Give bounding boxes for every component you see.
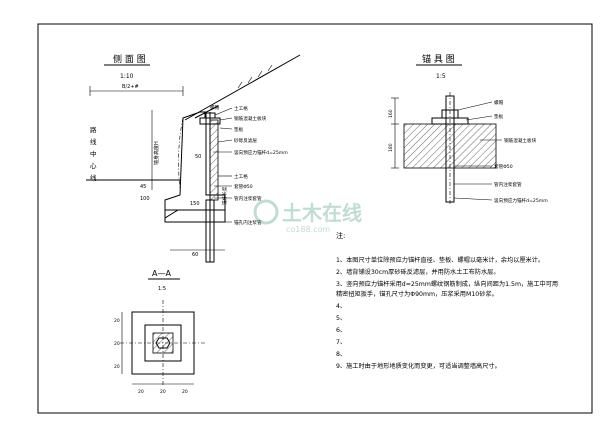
anchor-dim-b: 180 bbox=[388, 143, 394, 152]
watermark-main: 土木在线 bbox=[282, 201, 362, 225]
watermark: 土木在线 co188.com bbox=[253, 199, 362, 234]
side-view-labels: 土工格 钢筋混凝土板块 垫板 砂砾反滤层 竖向预应力锚杆d=25mm 土工格 套… bbox=[210, 104, 288, 226]
label-drain: 砂砾反滤层 bbox=[234, 137, 257, 144]
watermark-logo-icon bbox=[253, 199, 279, 225]
gravel-drain bbox=[209, 119, 219, 201]
section-dim-b2: 20 bbox=[160, 389, 166, 395]
section-dim-l2: 20 bbox=[114, 341, 120, 347]
label-anchor: 竖向预应力锚杆d=25mm bbox=[234, 149, 288, 156]
note-item-3b: 精密扭矩扳手，锚孔尺寸为Φ90mm，压浆采用M10砂浆。 bbox=[336, 291, 498, 298]
section-dim-l3: 20 bbox=[114, 364, 120, 370]
dim-d1: 45 bbox=[140, 184, 146, 190]
anchor-label-plate: 垫板 bbox=[494, 113, 504, 120]
dim-d2: 50 bbox=[195, 154, 201, 160]
slope-hatch bbox=[237, 64, 273, 89]
anchor-label-slab: 钢筋混凝土板块 bbox=[504, 137, 537, 144]
side-view-title: 侧 面 图 bbox=[113, 53, 146, 65]
note-item-7: 7、 bbox=[336, 339, 347, 346]
side-view: 侧 面 图 1:10 B/2+# 路 线 中 心 线 墙身高度H 45 100 bbox=[86, 53, 301, 263]
dim-top-label: B/2+# bbox=[122, 84, 139, 90]
road-label-3: 心 bbox=[90, 162, 97, 170]
label-fill2: 土工格 bbox=[234, 173, 248, 180]
note-item-1: 1、本图尺寸单位除预应力锚杆直径、垫板、螺帽以毫米计，余均以厘米计。 bbox=[336, 257, 545, 264]
label-plate: 垫板 bbox=[234, 126, 244, 133]
anchor-length-label: 锚杆长度 bbox=[221, 186, 228, 205]
anchor-sleeve bbox=[205, 199, 215, 263]
note-item-2: 2、墙背铺设30cm厚砂砾反滤层，并用防水土工布防水层。 bbox=[336, 269, 500, 276]
anchor-view: 锚 具 图 1:5 160 180 螺帽 垫板 钢筋混凝土板块 套管 bbox=[388, 53, 548, 206]
anchor-view-title: 锚 具 图 bbox=[422, 53, 455, 65]
road-label-1: 线 bbox=[90, 137, 97, 146]
anchor-view-scale: 1:5 bbox=[436, 73, 446, 80]
watermark-sub: co188.com bbox=[286, 225, 330, 234]
base-slab bbox=[164, 209, 226, 223]
road-label-4: 线 bbox=[90, 173, 97, 182]
label-fill: 土工格 bbox=[234, 105, 248, 112]
wall-backline bbox=[178, 117, 184, 191]
slope-line bbox=[184, 54, 301, 121]
section-aa-scale: 1:5 bbox=[158, 286, 166, 292]
anchor-label-rod: 竖向预应力锚杆d=25mm bbox=[494, 197, 548, 204]
note-item-9: 9、施工时由于地形地质变化而变更，可适当调整墙高尺寸。 bbox=[336, 363, 501, 370]
sheet-frame bbox=[37, 23, 593, 414]
road-centerline-label: 路 线 中 心 线 bbox=[90, 125, 97, 182]
section-dim-b3: 20 bbox=[182, 389, 188, 395]
note-item-5: 5、 bbox=[336, 315, 347, 322]
top-nut bbox=[204, 112, 216, 119]
note-item-8: 8、 bbox=[336, 351, 347, 358]
label-wall-top: 钢筋混凝土板块 bbox=[234, 115, 267, 122]
section-dim-b1: 20 bbox=[138, 389, 144, 395]
road-label-0: 路 bbox=[90, 125, 97, 134]
anchor-label-pipe: 套管Φ50 bbox=[494, 163, 513, 170]
anchor-dim-a: 160 bbox=[388, 109, 394, 118]
section-aa-title: A—A bbox=[152, 269, 171, 278]
wall-height-label: 墙身高度H bbox=[153, 141, 160, 165]
note-item-4: 4、 bbox=[336, 303, 347, 310]
label-pipe: 套管Φ50 bbox=[234, 183, 253, 190]
note-item-3: 3、竖向预应力锚杆采用d=25mm螺纹钢筋制成，纵向间距为1.5m，施工中可用 bbox=[336, 281, 559, 288]
anchor-label-grout: 管内注浆套管 bbox=[494, 181, 522, 188]
anchor-view-labels: 螺帽 垫板 钢筋混凝土板块 套管Φ50 管内注浆套管 竖向预应力锚杆d=25mm bbox=[453, 99, 548, 204]
label-grout-sleeve: 管内注浆套管 bbox=[234, 195, 262, 202]
label-base: 锚孔内注浆管 bbox=[234, 219, 262, 226]
side-view-scale: 1:10 bbox=[120, 73, 134, 80]
dim-d3: 100 bbox=[140, 196, 150, 202]
dim-d4: 150 bbox=[190, 201, 200, 207]
anchor-label-nut: 螺帽 bbox=[494, 99, 504, 106]
notes-heading: 注: bbox=[336, 232, 346, 240]
road-label-2: 中 bbox=[90, 149, 97, 158]
dim-d7: 60 bbox=[192, 252, 198, 258]
section-dim-l1: 20 bbox=[114, 318, 120, 324]
label-nut: 螺帽 bbox=[210, 104, 220, 111]
section-aa: A—A 1:5 20 20 20 20 20 20 bbox=[114, 269, 206, 395]
note-item-6: 6、 bbox=[336, 327, 347, 334]
